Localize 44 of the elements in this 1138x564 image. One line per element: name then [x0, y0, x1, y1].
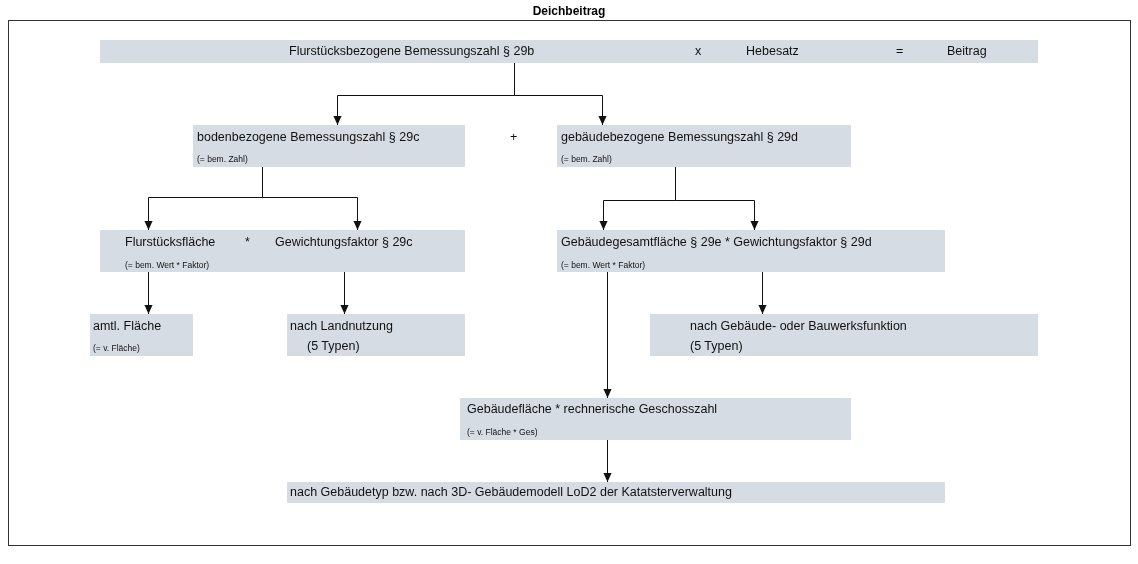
box-note: (= v. Fläche * Ges) — [467, 427, 538, 437]
box-heading: nach Landnutzung — [290, 319, 393, 334]
diagram-title: Deichbeitrag — [532, 4, 606, 18]
connector-arrow — [603, 439, 612, 483]
operator-sign: + — [510, 130, 518, 145]
connector-arrow — [758, 271, 767, 315]
connector-arrow — [340, 271, 349, 315]
term-label: Beitrag — [947, 44, 987, 59]
info-box — [100, 40, 1038, 63]
box-note: (= v. Fläche) — [93, 343, 140, 353]
operator-sign: x — [695, 44, 702, 59]
box-heading: Gebäudefläche * rechnerische Geschosszahl — [467, 402, 718, 417]
box-heading: nach Gebäudetyp bzw. nach 3D- Gebäudemodell LoD2 der Katatsterverwaltung — [290, 485, 732, 500]
box-subheading: (5 Typen) — [307, 339, 360, 354]
info-box — [557, 230, 945, 272]
info-box — [100, 230, 465, 272]
connector-arrow — [675, 166, 759, 231]
info-box — [650, 314, 1038, 356]
operator-sign: = — [896, 44, 904, 59]
term-label: Gewichtungsfaktor § 29c — [275, 235, 413, 250]
box-heading: bodenbezogene Bemessungszahl § 29c — [197, 130, 420, 145]
box-note: (= bem. Zahl) — [561, 154, 612, 164]
box-heading: Gebäudegesamtfläche § 29e * Gewichtungsfaktor § 29d — [561, 235, 872, 250]
box-heading: amtl. Fläche — [93, 319, 162, 334]
info-box — [460, 398, 851, 440]
term-label: Flurstücksbezogene Bemessungszahl § 29b — [289, 44, 535, 59]
connector-arrow — [514, 62, 607, 126]
connector-arrow — [603, 271, 612, 399]
box-heading: gebäudebezogene Bemessungszahl § 29d — [561, 130, 798, 145]
info-box — [287, 482, 945, 503]
info-box — [557, 125, 851, 167]
box-heading: nach Gebäude- oder Bauwerksfunktion — [690, 319, 907, 334]
connector-arrow — [262, 166, 362, 231]
operator-sign: * — [245, 235, 250, 250]
box-subheading: (5 Typen) — [690, 339, 743, 354]
box-note: (= bem. Wert * Faktor) — [561, 260, 646, 270]
info-box — [287, 314, 465, 356]
box-note: (= bem. Zahl) — [197, 154, 248, 164]
term-label: Flurstücksfläche — [125, 235, 216, 250]
box-note: (= bem. Wert * Faktor) — [125, 260, 210, 270]
info-box — [193, 125, 465, 167]
connector-arrow — [144, 271, 153, 315]
term-label: Hebesatz — [746, 44, 799, 59]
info-box — [90, 314, 193, 356]
